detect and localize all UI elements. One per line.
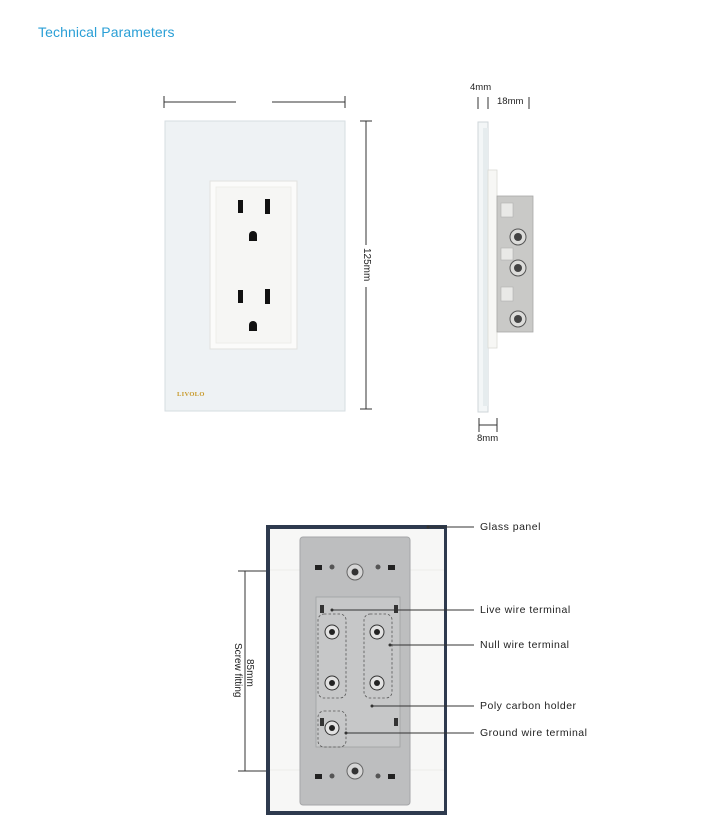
- callout-live-wire-terminal: Live wire terminal: [480, 604, 571, 616]
- callout-null-wire-terminal: Null wire terminal: [480, 639, 570, 651]
- screw-fitting-caption: Screw fitting: [232, 643, 243, 698]
- callout-glass-panel: Glass panel: [480, 521, 541, 533]
- callout-ground-wire-terminal: Ground wire terminal: [480, 727, 588, 739]
- brand-logo: LIVOLO: [177, 391, 205, 398]
- page-title: Technical Parameters: [38, 24, 175, 40]
- depth-front-label: 4mm: [470, 82, 492, 93]
- depth-back-label: 18mm: [497, 96, 524, 107]
- screw-fitting-dimension-label: 85mm: [244, 659, 255, 687]
- bottom-depth-label: 8mm: [477, 433, 499, 444]
- callout-poly-carbon-holder: Poly carbon holder: [480, 700, 577, 712]
